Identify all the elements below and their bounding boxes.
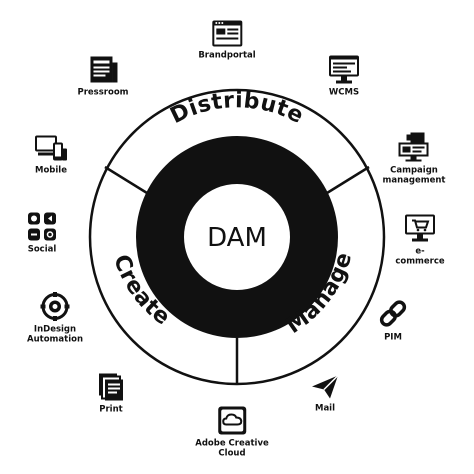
node-label: PIM [384,332,402,343]
node-label: e-commerce [395,246,445,267]
node-e-commerce[interactable]: e-commerce [393,214,447,267]
node-print[interactable]: Print [97,372,125,415]
paper-plane-icon [312,374,339,399]
social-grid-icon [28,212,56,241]
node-label: InDesign Automation [27,324,83,345]
center-circle [184,184,290,290]
node-label: WCMS [328,87,360,98]
campaign-icon [399,132,429,162]
ring-divider-right [326,165,370,195]
ring-divider-left [104,165,148,195]
newspaper-icon [89,56,117,83]
node-label: Social [27,244,57,255]
devices-icon [35,135,67,161]
creative-cloud-icon [218,406,246,435]
node-label: Pressroom [77,87,129,98]
node-label: Mobile [35,165,67,176]
node-label: Print [99,404,123,415]
node-label: Adobe Creative Cloud [195,438,269,459]
chain-link-icon [379,300,407,327]
node-brandportal[interactable]: Brandportal [198,20,256,61]
desktop-web-icon [329,55,359,84]
node-social[interactable]: Social [27,212,57,255]
center-label: DAM [207,223,267,253]
node-adobe-creative-cloud[interactable]: Adobe Creative Cloud [195,406,269,459]
node-label: Mail [314,403,336,414]
node-label: Campaign management [382,165,446,186]
node-mobile[interactable]: Mobile [34,135,68,176]
node-label: Brandportal [198,50,256,61]
node-mail[interactable]: Mail [310,373,340,414]
browser-window-icon [212,20,242,47]
printed-pages-icon [99,373,123,401]
node-campaign-management[interactable]: Campaign management [382,131,446,186]
automation-gear-icon [40,292,70,321]
node-pim[interactable]: PIM [377,298,409,343]
node-wcms[interactable]: WCMS [328,55,360,98]
shopping-cart-monitor-icon [405,214,435,242]
node-pressroom[interactable]: Pressroom [77,55,129,98]
node-indesign-automation[interactable]: InDesign Automation [27,292,83,345]
